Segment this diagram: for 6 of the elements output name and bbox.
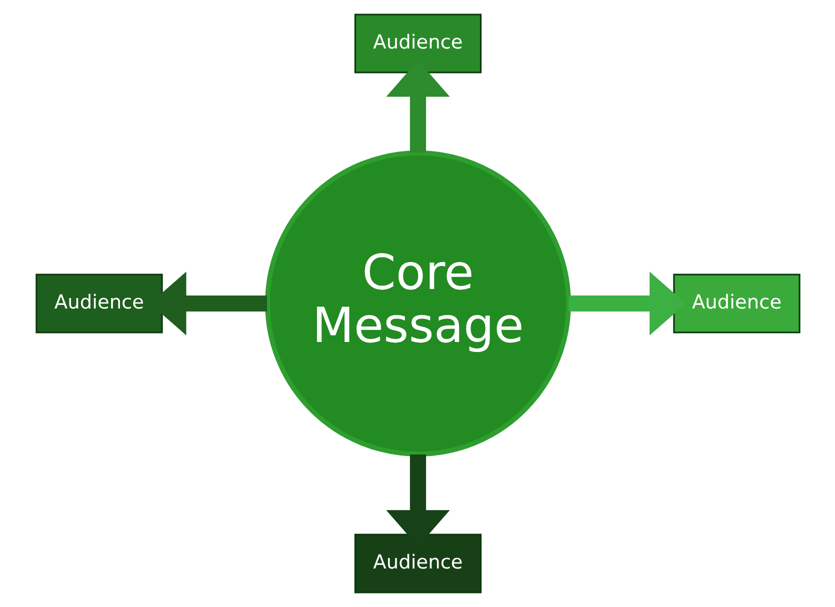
node-box: Audience [354,14,482,74]
node-box: Audience [672,274,800,334]
node-box: Audience [35,274,162,334]
arrow [568,272,686,336]
node-circle: Core Message [264,150,570,456]
node-box: Audience [354,534,482,594]
